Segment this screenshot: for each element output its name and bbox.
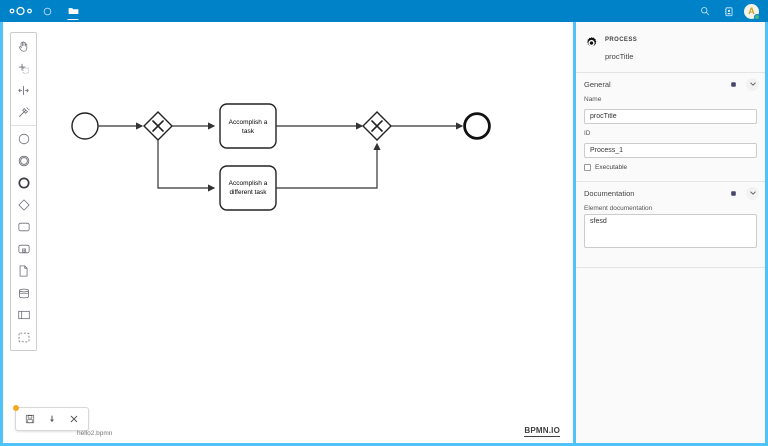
properties-group-documentation-body: Element documentation	[576, 204, 765, 267]
data-object-icon[interactable]	[11, 260, 36, 282]
space-tool-icon[interactable]	[11, 79, 36, 101]
hand-tool-icon[interactable]	[11, 35, 36, 57]
folder-icon	[68, 8, 78, 15]
properties-group-general-header[interactable]: General	[576, 72, 765, 96]
contacts-icon	[725, 6, 733, 16]
participant-icon[interactable]	[11, 304, 36, 326]
chevron-down-icon[interactable]	[746, 77, 759, 91]
subprocess-icon[interactable]	[11, 238, 36, 260]
header-app-files[interactable]	[60, 0, 86, 22]
palette-group-tools	[11, 33, 36, 126]
gateway-join-x-marker	[371, 120, 383, 132]
header-app-dashboard[interactable]	[34, 0, 60, 22]
bpmn-palette	[10, 32, 37, 351]
bpmn-app: Accomplish a task Accomplish a different…	[0, 22, 768, 446]
palette-group-elements	[11, 126, 36, 350]
exclusive-gateway-icon[interactable]	[11, 194, 36, 216]
group-marker-dot-icon	[728, 188, 738, 198]
dashboard-icon	[43, 7, 51, 15]
avatar[interactable]: A	[744, 3, 760, 20]
properties-panel-header: PROCESS procTitle	[576, 22, 765, 73]
executable-label: Executable	[595, 163, 628, 171]
close-button[interactable]	[63, 409, 85, 429]
contacts-button[interactable]	[717, 0, 741, 22]
name-label: Name	[584, 95, 602, 103]
task1-label-line1: Accomplish a	[229, 119, 268, 126]
element-documentation-textarea[interactable]	[584, 213, 757, 248]
data-store-icon[interactable]	[11, 282, 36, 304]
bpmnio-watermark[interactable]: BPMN.IO	[524, 426, 560, 437]
search-icon	[701, 7, 710, 16]
close-icon	[70, 415, 78, 423]
global-connect-tool-icon[interactable]	[11, 101, 36, 123]
nextcloud-header: A	[0, 0, 768, 22]
intermediate-event-icon[interactable]	[11, 150, 36, 172]
file-name-label: hello2.bpmn	[77, 430, 113, 437]
task-accomplish-a-task-shape[interactable]	[219, 103, 277, 149]
task2-label-line2: different task	[229, 189, 267, 196]
task1-label-line2: task	[242, 128, 255, 135]
properties-panel: PROCESS procTitle General	[573, 22, 768, 446]
end-event-shape[interactable]	[463, 112, 491, 140]
bpmn-diagram[interactable]: Accomplish a task Accomplish a different…	[3, 22, 573, 446]
field-element-documentation: Element documentation	[584, 205, 757, 253]
field-name: Name	[584, 96, 757, 124]
sequence-flow-split-to-task2[interactable]	[157, 140, 216, 192]
id-input[interactable]	[584, 142, 757, 158]
download-arrow-icon	[49, 415, 55, 422]
bpmn-canvas[interactable]: Accomplish a task Accomplish a different…	[0, 22, 573, 446]
properties-element-name: procTitle	[605, 52, 634, 62]
file-toolbar	[13, 405, 89, 431]
search-button[interactable]	[693, 0, 717, 22]
group-icon[interactable]	[11, 326, 36, 348]
end-event-icon[interactable]	[11, 172, 36, 194]
start-event-icon[interactable]	[11, 128, 36, 150]
download-button[interactable]	[41, 409, 63, 429]
task-accomplish-a-different-task-shape[interactable]	[219, 165, 277, 211]
group-marker-dot-icon	[728, 79, 738, 89]
avatar-initial: A	[748, 6, 755, 16]
properties-group-documentation-header[interactable]: Documentation	[576, 181, 765, 205]
nextcloud-logo-icon[interactable]	[8, 5, 34, 17]
start-event-shape[interactable]	[71, 112, 99, 140]
properties-element-type: PROCESS	[605, 37, 638, 43]
chevron-down-icon[interactable]	[746, 186, 759, 200]
field-executable[interactable]: Executable	[584, 163, 757, 171]
task2-label-line1: Accomplish a	[229, 180, 268, 187]
id-label: ID	[584, 129, 591, 137]
properties-group-documentation-title: Documentation	[584, 188, 635, 198]
save-button[interactable]	[19, 409, 41, 429]
lasso-tool-icon[interactable]	[11, 57, 36, 79]
unsaved-changes-dot	[13, 405, 19, 411]
name-input[interactable]	[584, 108, 757, 124]
gateway-split-x-marker	[152, 120, 164, 132]
executable-checkbox[interactable]	[584, 163, 591, 171]
properties-group-general: General Name	[576, 72, 765, 182]
properties-group-general-body: Name ID Executable	[576, 95, 765, 181]
properties-group-documentation: Documentation Element	[576, 181, 765, 268]
sequence-flow-task2-to-join[interactable]	[276, 142, 381, 189]
task-icon[interactable]	[11, 216, 36, 238]
properties-group-general-title: General	[584, 79, 611, 89]
process-gear-icon	[584, 36, 599, 56]
element-documentation-label: Element documentation	[584, 204, 653, 212]
avatar-status-dot	[754, 13, 760, 20]
field-id: ID	[584, 130, 757, 158]
save-disk-icon	[25, 414, 35, 424]
